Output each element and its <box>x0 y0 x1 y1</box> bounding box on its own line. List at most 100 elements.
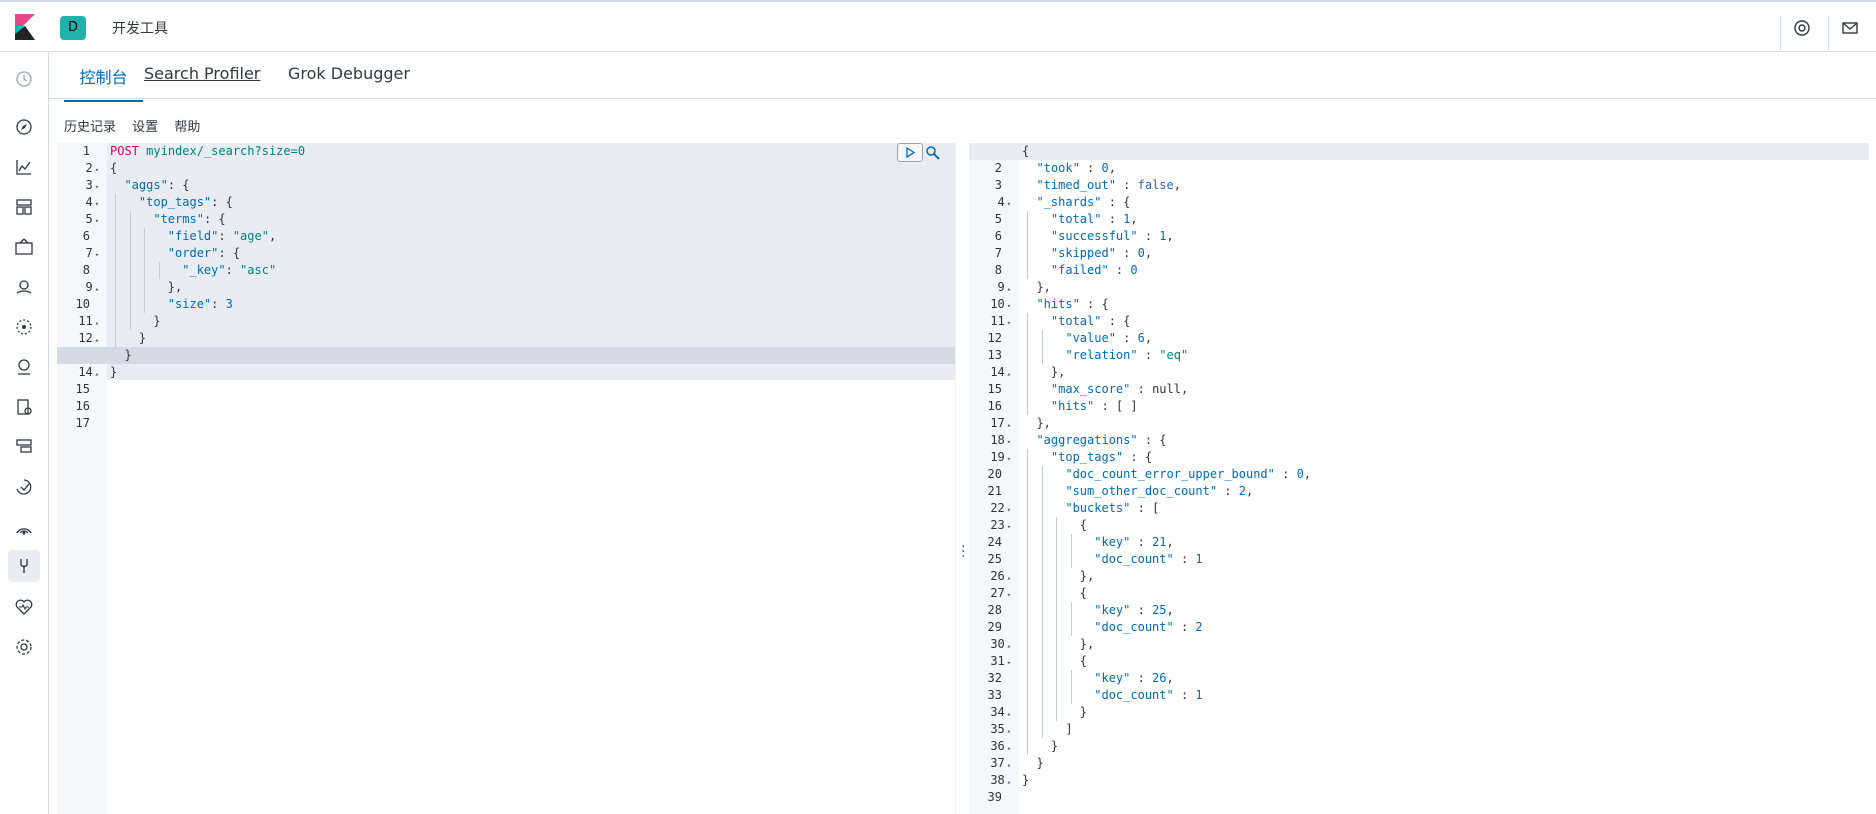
indent-guide <box>1027 262 1029 279</box>
line-number: 12▴ <box>78 331 99 345</box>
newsfeed-icon[interactable] <box>1838 16 1862 40</box>
indent-guide <box>129 228 131 245</box>
kibana-logo-icon[interactable] <box>10 12 40 42</box>
response-line: "took" : 0, <box>1036 161 1116 175</box>
header-divider <box>1780 16 1781 50</box>
response-line: }, <box>1022 637 1095 651</box>
response-line: { <box>1022 144 1030 158</box>
indent-guide <box>1056 653 1058 670</box>
line-number: 10 <box>75 297 90 311</box>
canvas-icon[interactable] <box>13 236 35 258</box>
recent-icon[interactable] <box>13 68 35 90</box>
indent-guide <box>1027 534 1029 551</box>
indent-guide <box>115 296 117 313</box>
indent-guide <box>1041 670 1043 687</box>
indent-guide <box>1041 500 1043 517</box>
visualize-icon[interactable] <box>13 156 35 178</box>
response-line: "doc_count" : 2 <box>1094 620 1203 634</box>
indent-guide <box>144 228 146 245</box>
indent-guide <box>144 262 146 279</box>
request-line: "aggs": { <box>124 178 190 192</box>
line-number: 28 <box>987 603 1002 617</box>
apm-icon[interactable] <box>13 476 35 498</box>
indent-guide <box>129 211 131 228</box>
indent-guide <box>115 228 117 245</box>
indent-guide <box>1041 602 1043 619</box>
indent-guide <box>115 245 117 262</box>
indent-guide <box>144 279 146 296</box>
uptime-icon[interactable] <box>13 516 35 538</box>
discover-icon[interactable] <box>13 116 35 138</box>
response-line: "doc_count" : 1 <box>1094 688 1203 702</box>
space-avatar[interactable]: D <box>60 16 86 40</box>
indent-guide <box>115 194 117 211</box>
indent-guide <box>129 262 131 279</box>
logs-icon[interactable] <box>13 396 35 418</box>
wrench-icon[interactable] <box>925 145 941 161</box>
line-number: 37▴ <box>990 756 1011 770</box>
header-divider <box>1828 16 1829 50</box>
line-number: 1 <box>82 144 90 158</box>
indent-guide <box>1041 551 1043 568</box>
indent-guide <box>1070 534 1072 551</box>
response-gutter: 1▾234▾56789▴10▾11▾121314▴151617▴18▾19▾20… <box>969 143 1019 814</box>
infrastructure-icon[interactable] <box>13 436 35 458</box>
request-line: "field": "age", <box>167 229 277 243</box>
indent-guide <box>1056 619 1058 636</box>
tab-search-profiler[interactable]: Search Profiler <box>144 64 261 83</box>
tab-console[interactable]: 控制台 <box>64 64 143 102</box>
indent-guide <box>1041 466 1043 483</box>
indent-guide <box>1056 670 1058 687</box>
siem-icon[interactable] <box>13 356 35 378</box>
line-number: 20 <box>987 467 1002 481</box>
indent-guide <box>129 313 131 330</box>
response-line: } <box>1022 756 1044 770</box>
maps-icon[interactable] <box>13 276 35 298</box>
line-number: 12 <box>987 331 1002 345</box>
help-icon[interactable] <box>1790 16 1814 40</box>
response-line: }, <box>1022 365 1066 379</box>
tab-grok-debugger[interactable]: Grok Debugger <box>288 64 410 83</box>
request-line: "_key": "asc" <box>182 263 277 277</box>
indent-guide <box>1041 619 1043 636</box>
indent-guide <box>115 313 117 330</box>
monitoring-icon[interactable] <box>13 596 35 618</box>
send-request-button[interactable] <box>897 143 923 162</box>
line-number: 39 <box>987 790 1002 804</box>
history-link[interactable]: 历史记录 <box>64 120 117 135</box>
settings-link[interactable]: 设置 <box>132 120 159 135</box>
request-line: } <box>110 331 147 345</box>
response-viewer[interactable]: 1▾234▾56789▴10▾11▾121314▴151617▴18▾19▾20… <box>969 143 1876 814</box>
management-icon[interactable] <box>13 636 35 658</box>
indent-guide <box>1041 483 1043 500</box>
indent-guide <box>1027 364 1029 381</box>
indent-guide <box>1056 636 1058 653</box>
line-number: 33 <box>987 688 1002 702</box>
line-number: 15 <box>987 382 1002 396</box>
response-line: "aggregations" : { <box>1036 433 1167 447</box>
response-line: ] <box>1022 722 1073 736</box>
devtools-nav-item[interactable] <box>8 550 40 582</box>
indent-guide <box>1041 704 1043 721</box>
pane-resizer[interactable]: ··· <box>955 143 969 814</box>
indent-guide <box>1070 687 1072 704</box>
line-number: 17 <box>75 416 90 430</box>
line-number: 14▴ <box>78 365 99 379</box>
ml-icon[interactable] <box>13 316 35 338</box>
line-number: 27▾ <box>990 586 1011 600</box>
dashboard-icon[interactable] <box>13 196 35 218</box>
indent-guide <box>1070 670 1072 687</box>
request-editor-blank <box>107 380 955 814</box>
line-number: 11▾ <box>990 314 1011 328</box>
line-number: 6 <box>994 229 1002 243</box>
response-line: "sum_other_doc_count" : 2, <box>1065 484 1254 498</box>
indent-guide <box>1056 704 1058 721</box>
top-header: D 开发工具 <box>0 0 1876 52</box>
response-line: "key" : 21, <box>1094 535 1174 549</box>
line-number: 11▴ <box>78 314 99 328</box>
line-number: 35▴ <box>990 722 1011 736</box>
response-line: "_shards" : { <box>1036 195 1131 209</box>
help-link[interactable]: 帮助 <box>174 120 201 135</box>
indent-guide <box>1027 398 1029 415</box>
